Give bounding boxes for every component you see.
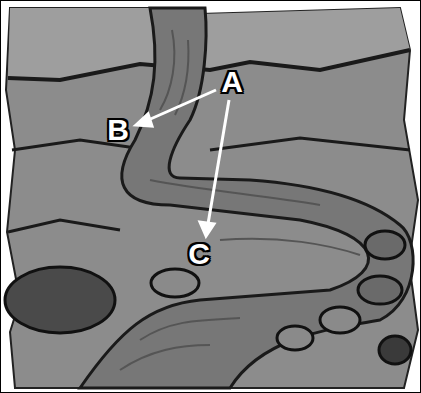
- upper-bank: [8, 8, 410, 80]
- arrowhead: [136, 114, 152, 126]
- callout-letter: B: [107, 115, 129, 145]
- strata-line: [12, 138, 410, 150]
- rock: [5, 267, 115, 333]
- rock: [365, 231, 405, 259]
- strata-line: [8, 220, 120, 232]
- rock: [320, 307, 360, 333]
- leader-arrow: [208, 100, 229, 224]
- leader-arrow: [146, 90, 216, 121]
- arrowhead: [200, 222, 214, 236]
- callout-letter: A: [221, 67, 243, 97]
- water-ripple: [120, 30, 360, 370]
- rock: [277, 326, 313, 350]
- ground: [6, 8, 418, 388]
- strata-line: [8, 50, 410, 80]
- rock: [358, 276, 402, 304]
- rock: [151, 269, 199, 297]
- leader-arrows: [136, 90, 229, 236]
- river: [80, 8, 413, 388]
- rock: [379, 336, 411, 364]
- callout-letter: C: [188, 239, 210, 269]
